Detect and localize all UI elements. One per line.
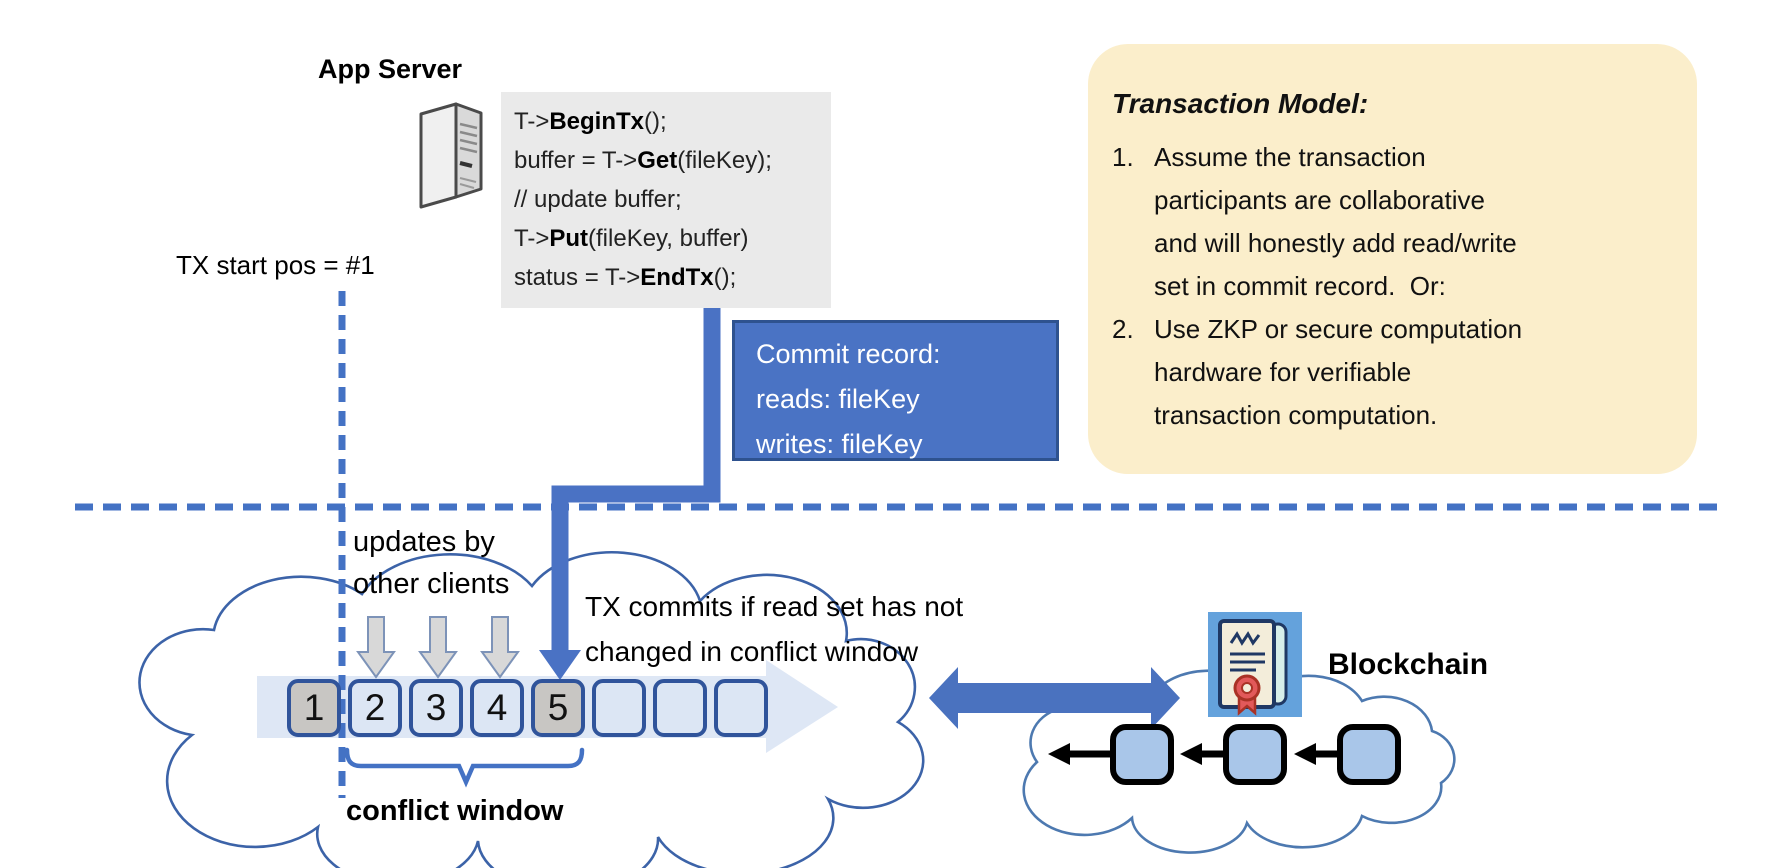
conflict-window-brace <box>344 747 585 788</box>
code-line-5: status = T->EndTx(); <box>514 264 737 291</box>
gray-down-arrow-2 <box>418 616 458 679</box>
item-1-number: 1. <box>1112 142 1134 172</box>
blockchain-chain <box>1048 724 1401 785</box>
chain-block-1 <box>1110 724 1174 785</box>
blockchain-certificate-icon <box>1208 612 1302 717</box>
code-line-1: T->BeginTx(); <box>514 108 667 135</box>
chain-block-3 <box>1337 724 1401 785</box>
ledger-block-7 <box>653 679 707 737</box>
sync-double-arrow <box>929 667 1180 729</box>
commit-record-writes: writes: fileKey <box>756 429 923 459</box>
commit-record-reads: reads: fileKey <box>756 384 920 414</box>
ledger-block-4: 4 <box>470 679 524 737</box>
commit-elbow-arrow <box>539 302 721 680</box>
ledger-block-3: 3 <box>409 679 463 737</box>
transaction-code-block: T->BeginTx(); buffer = T->Get(fileKey); … <box>501 92 831 308</box>
app-server-title: App Server <box>318 54 463 84</box>
ledger-block-2: 2 <box>348 679 402 737</box>
ledger-block-1: 1 <box>287 679 341 737</box>
item-1-text: Assume the transaction participants are … <box>1154 142 1517 301</box>
item-2-text: Use ZKP or secure computation hardware f… <box>1154 314 1523 430</box>
code-line-2: buffer = T->Get(fileKey); <box>514 147 772 174</box>
tx-commits-note: TX commits if read set has not changed i… <box>585 591 964 667</box>
commit-record-box: Commit record: reads: fileKey writes: fi… <box>732 320 1059 461</box>
ledger-block-5: 5 <box>531 679 585 737</box>
ledger-block-8 <box>714 679 768 737</box>
conflict-window-label: conflict window <box>346 795 564 827</box>
gray-down-arrow-3 <box>480 616 520 679</box>
blockchain-label: Blockchain <box>1328 648 1489 681</box>
tx-start-pos-label: TX start pos = #1 <box>176 250 375 280</box>
transaction-model-title: Transaction Model: <box>1112 88 1369 119</box>
update-arrows-group <box>356 616 520 679</box>
code-line-3: // update buffer; <box>514 186 682 213</box>
ledger-block-6 <box>592 679 646 737</box>
chain-block-2 <box>1223 724 1287 785</box>
updates-by-other-clients-label: updates by other clients <box>353 526 510 600</box>
transaction-model-note: Transaction Model: 1. Assume the transac… <box>1088 44 1697 474</box>
gray-down-arrow-1 <box>356 616 396 679</box>
transaction-model-item-2: 2. Use ZKP or secure computation hardwar… <box>1112 308 1671 437</box>
app-server-tower-icon <box>419 102 483 209</box>
transaction-model-item-1: 1. Assume the transaction participants a… <box>1112 136 1671 308</box>
item-2-number: 2. <box>1112 314 1134 344</box>
commit-record-title: Commit record: <box>756 339 941 369</box>
code-line-4: T->Put(fileKey, buffer) <box>514 225 749 252</box>
